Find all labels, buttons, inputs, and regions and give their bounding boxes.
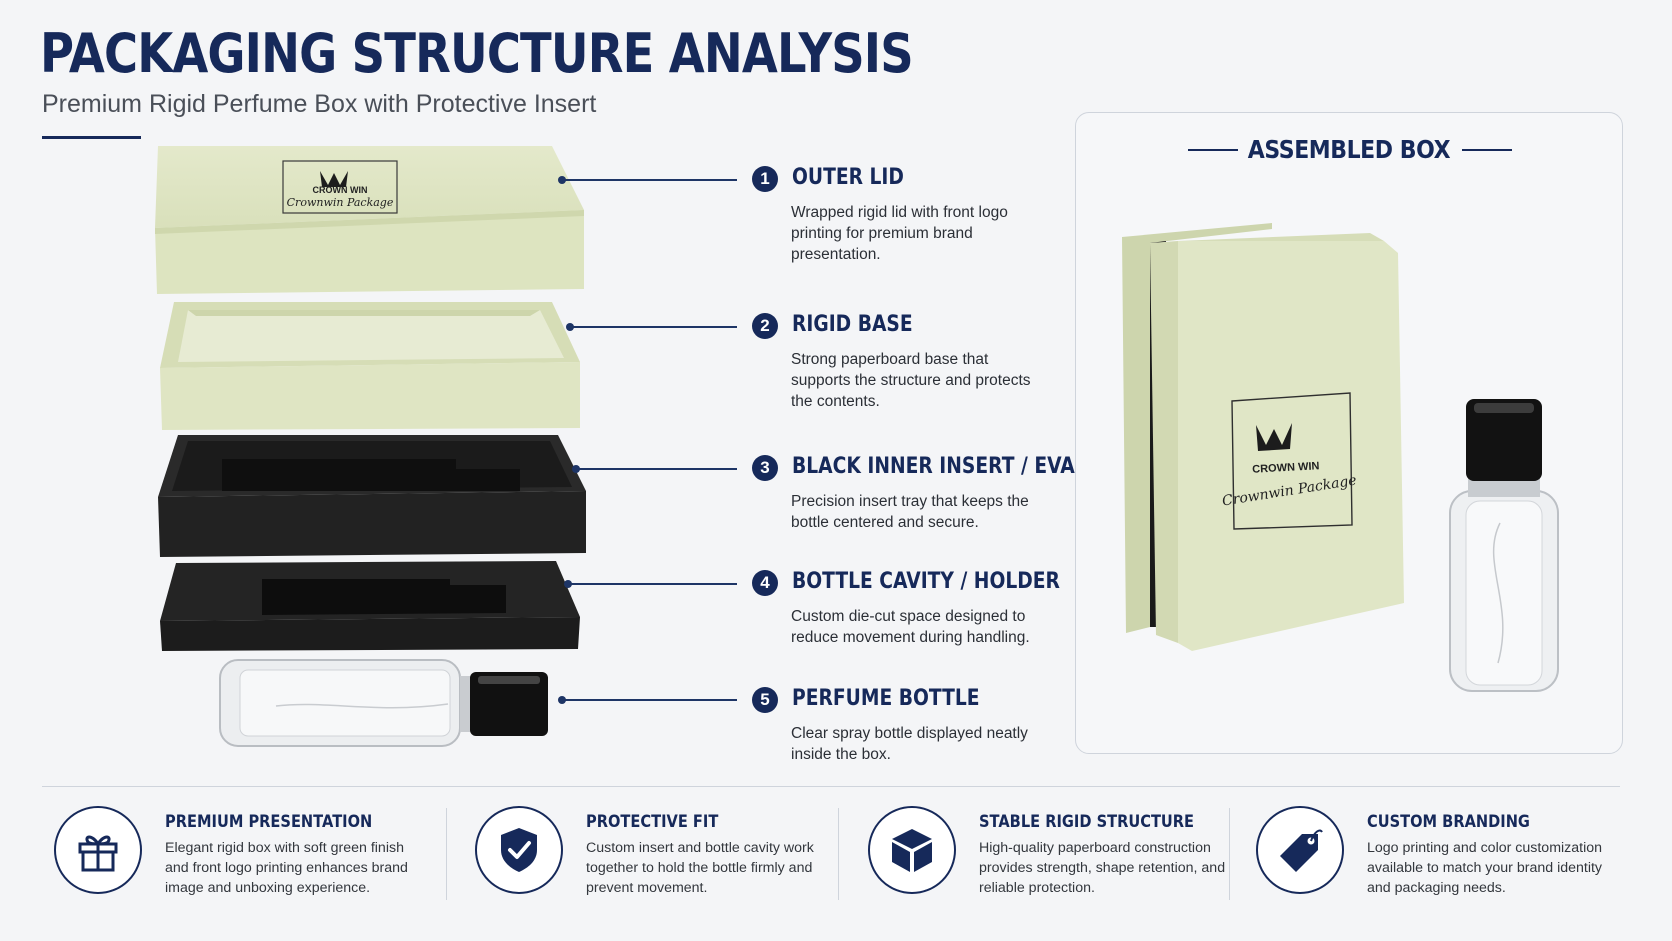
cube-icon <box>892 829 932 872</box>
callout-title: PERFUME BOTTLE <box>792 686 980 711</box>
assembled-box-panel: ASSEMBLED BOX CROWN WIN Crownwin Package <box>1075 112 1623 754</box>
crown-logo <box>320 171 348 187</box>
feature-icon-circle <box>475 806 563 894</box>
rigid-base-illustration <box>160 302 580 430</box>
feature-icon-circle <box>868 806 956 894</box>
gift-icon <box>78 835 118 872</box>
callout-number: 5 <box>752 687 778 713</box>
outer-lid-illustration: CROWN WIN Crownwin Package <box>155 146 584 294</box>
features-divider <box>42 786 1620 787</box>
bottle-cavity-holder-illustration <box>160 561 580 651</box>
callout-desc: Strong paperboard base that supports the… <box>791 351 1031 410</box>
lid-script-text: Crownwin Package <box>287 196 394 209</box>
connector-2 <box>566 323 737 330</box>
feature-icon-circle <box>54 806 142 894</box>
title-underline <box>42 136 141 139</box>
page-title: PACKAGING STRUCTURE ANALYSIS <box>40 22 914 85</box>
callout-desc: Custom die-cut space designed to reduce … <box>791 608 1030 646</box>
callout-desc: Wrapped rigid lid with front logo printi… <box>791 204 1008 263</box>
feature-desc: Elegant rigid box with soft green finish… <box>165 840 408 896</box>
callout-number: 4 <box>752 570 778 596</box>
feature-desc: High-quality paperboard construction pro… <box>979 840 1226 896</box>
feature-icon-circle <box>1256 806 1344 894</box>
callout-title: RIGID BASE <box>792 312 913 337</box>
callout-number: 2 <box>752 313 778 339</box>
tag-icon <box>1280 829 1323 872</box>
connector-3 <box>572 465 737 472</box>
panel-title-rule-right <box>1462 149 1512 151</box>
shield-check-icon <box>501 828 537 872</box>
lid-logo-text: CROWN WIN <box>313 185 368 195</box>
feature-title: PROTECTIVE FIT <box>586 812 719 832</box>
feature-separator <box>446 808 447 900</box>
page-subtitle: Premium Rigid Perfume Box with Protectiv… <box>42 90 597 118</box>
assembled-box-title: ASSEMBLED BOX <box>1247 135 1451 164</box>
callout-number: 1 <box>752 166 778 192</box>
perfume-bottle-illustration <box>219 659 548 747</box>
feature-separator <box>1229 808 1230 900</box>
black-insert-tray-illustration <box>158 435 586 557</box>
connector-4 <box>564 580 737 587</box>
assembled-box-illustration: CROWN WIN Crownwin Package <box>1122 223 1559 692</box>
callout-title: OUTER LID <box>792 165 904 190</box>
feature-title: PREMIUM PRESENTATION <box>165 812 373 832</box>
callout-desc: Clear spray bottle displayed neatly insi… <box>791 725 1028 763</box>
connector-5 <box>558 696 737 703</box>
callout-desc: Precision insert tray that keeps the bot… <box>791 493 1029 531</box>
callout-number: 3 <box>752 455 778 481</box>
box-logo-text: CROWN WIN <box>1252 460 1320 476</box>
panel-title-rule-left <box>1188 149 1238 151</box>
feature-separator <box>838 808 839 900</box>
callout-title: BOTTLE CAVITY / HOLDER <box>792 569 1060 594</box>
feature-title: CUSTOM BRANDING <box>1367 812 1530 832</box>
feature-title: STABLE RIGID STRUCTURE <box>979 812 1195 832</box>
feature-desc: Logo printing and color customization av… <box>1367 840 1603 896</box>
feature-desc: Custom insert and bottle cavity work tog… <box>586 840 814 896</box>
connector-1 <box>558 176 737 183</box>
